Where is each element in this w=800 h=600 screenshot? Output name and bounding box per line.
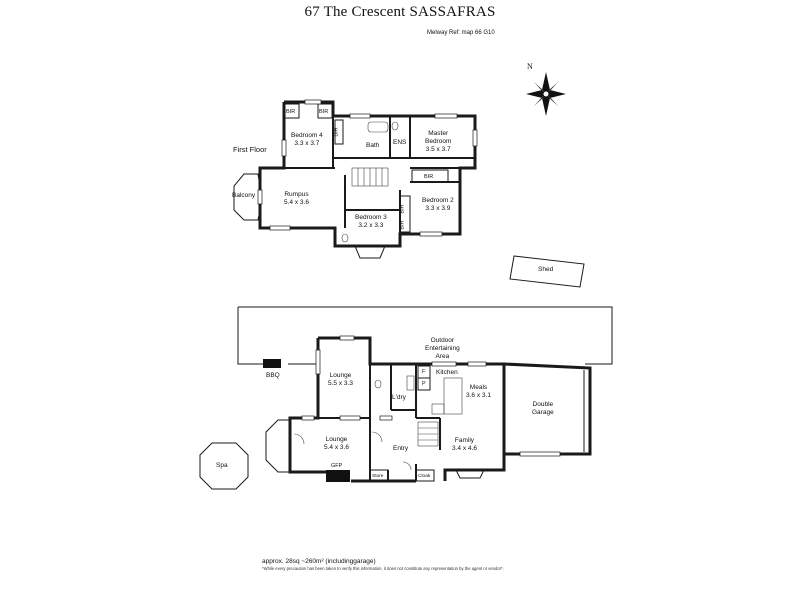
page-title: 67 The Crescent SASSAFRAS bbox=[304, 4, 496, 20]
room-bedroom4: Bedroom 4 3.3 x 3.7 bbox=[291, 132, 323, 147]
bir-label: BIR bbox=[286, 109, 296, 115]
bbq-label: BBQ bbox=[266, 372, 280, 379]
fridge-label: F bbox=[422, 369, 426, 375]
bir-label: BIR bbox=[424, 174, 434, 180]
room-kitchen: Kitchen bbox=[436, 369, 458, 376]
room-meals: Meals 3.6 x 3.1 bbox=[466, 384, 491, 399]
spa-label: Spa bbox=[216, 462, 228, 469]
compass-rose-icon bbox=[526, 72, 566, 116]
room-family: Family 3.4 x 4.6 bbox=[452, 437, 477, 452]
room-bath: Bath bbox=[366, 142, 380, 149]
bir-label: BIR bbox=[319, 109, 329, 115]
ground-floor-plan bbox=[237, 306, 613, 483]
shed-label: Shed bbox=[538, 266, 554, 273]
bir-label: BIR bbox=[399, 204, 406, 214]
compass-north-label: N bbox=[527, 62, 533, 71]
room-ensuite: ENS bbox=[393, 139, 407, 146]
gfp-label: GFP bbox=[331, 463, 343, 469]
bir-label: BIR bbox=[333, 127, 340, 137]
room-balcony: Balcony bbox=[232, 192, 256, 199]
melway-ref: Melway Ref: map 66 G10 bbox=[427, 30, 495, 36]
bir-label: BIR bbox=[399, 220, 406, 230]
first-floor-plan bbox=[233, 99, 478, 259]
gfp-fireplace-icon bbox=[326, 470, 350, 482]
room-lounge-lower: Lounge 5.4 x 3.6 bbox=[324, 436, 349, 451]
outdoor-entertaining-label: Outdoor Entertaining Area bbox=[425, 337, 460, 360]
disclaimer: *While every precaution has been taken t… bbox=[262, 566, 504, 571]
bbq-icon bbox=[263, 359, 281, 368]
room-double-garage: Double Garage bbox=[532, 401, 554, 416]
room-master-bedroom: Master Bedroom 3.5 x 3.7 bbox=[425, 130, 452, 153]
room-bedroom2: Bedroom 2 3.3 x 3.9 bbox=[422, 197, 454, 212]
room-laundry: L'dry bbox=[392, 394, 406, 401]
store-label: Store bbox=[372, 474, 384, 479]
first-floor-label: First Floor bbox=[233, 145, 267, 154]
cloak-label: Cloak bbox=[418, 474, 431, 479]
room-entry: Entry bbox=[393, 445, 409, 452]
room-rumpus: Rumpus 5.4 x 3.6 bbox=[284, 191, 309, 206]
shed-outline bbox=[509, 255, 585, 288]
room-lounge-upper: Lounge 5.5 x 3.3 bbox=[328, 372, 353, 387]
room-bedroom3: Bedroom 3 3.2 x 3.3 bbox=[355, 214, 387, 229]
pantry-label: P bbox=[422, 381, 426, 387]
spa-outline bbox=[199, 442, 249, 490]
area-note: approx. 28sq ~260m² (includinggarage) bbox=[262, 558, 376, 565]
